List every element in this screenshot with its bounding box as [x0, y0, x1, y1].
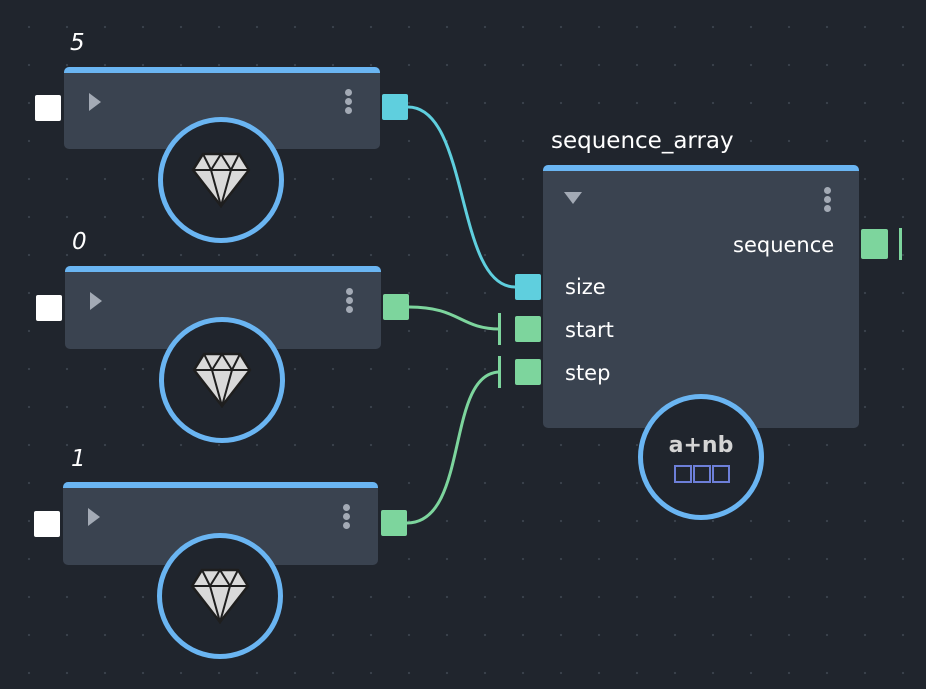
diamond-icon [158, 117, 284, 243]
play-icon[interactable] [89, 93, 101, 111]
menu-icon[interactable] [345, 288, 353, 314]
diamond-icon [157, 533, 283, 659]
menu-icon[interactable] [344, 89, 352, 115]
wire-start[interactable] [408, 305, 501, 331]
wire-size[interactable] [407, 105, 516, 289]
output-port-sequence[interactable] [861, 229, 888, 259]
output-port[interactable] [382, 94, 408, 120]
menu-icon[interactable] [342, 504, 350, 530]
formula-text: a+nb [668, 433, 734, 458]
node-body[interactable] [543, 165, 859, 428]
sequence-formula-icon: a+nb [638, 394, 764, 520]
menu-icon[interactable] [823, 187, 831, 213]
input-port-step[interactable] [515, 359, 541, 385]
play-icon[interactable] [88, 508, 100, 526]
input-label-start: start [565, 318, 614, 342]
input-bracket-start [498, 313, 501, 345]
collapse-icon[interactable] [564, 192, 582, 204]
input-bracket-step [498, 356, 501, 388]
input-label-size: size [565, 275, 606, 299]
wire-step[interactable] [406, 370, 501, 525]
input-port-size[interactable] [515, 274, 541, 300]
play-icon[interactable] [90, 292, 102, 310]
input-port[interactable] [34, 511, 60, 537]
input-port-start[interactable] [515, 316, 541, 342]
input-port[interactable] [36, 295, 62, 321]
node-title: 1 [71, 446, 86, 472]
node-title: 5 [70, 30, 85, 56]
array-cells-icon [674, 465, 730, 483]
diamond-icon [159, 317, 285, 443]
input-port[interactable] [35, 95, 61, 121]
input-label-step: step [565, 361, 611, 385]
output-port[interactable] [383, 294, 409, 320]
output-label-sequence: sequence [733, 233, 835, 257]
output-bracket [899, 228, 902, 260]
output-port[interactable] [381, 510, 407, 536]
node-title: sequence_array [551, 128, 734, 154]
node-title: 0 [72, 229, 87, 255]
